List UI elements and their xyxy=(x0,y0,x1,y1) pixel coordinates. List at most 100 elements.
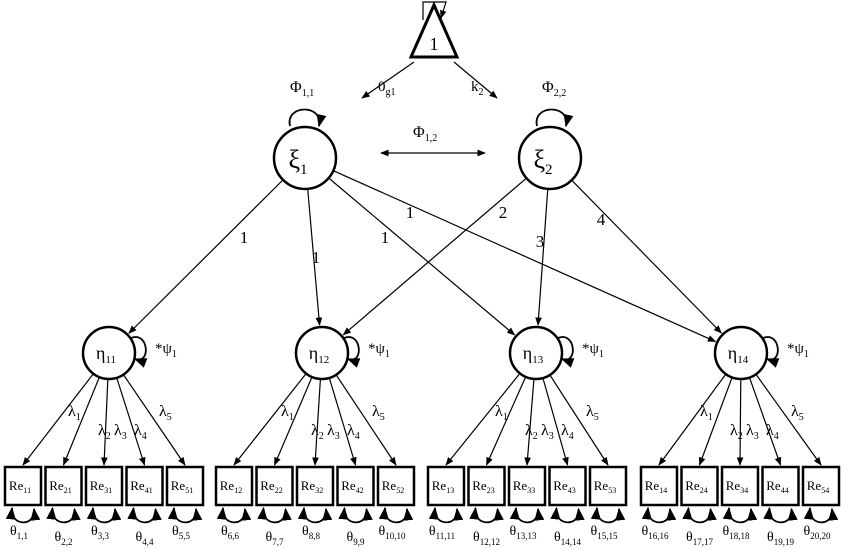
loading-label: λ1 xyxy=(281,403,294,423)
indicator-box xyxy=(426,465,466,507)
error-variance-loop xyxy=(167,506,203,524)
indicator-box xyxy=(720,465,760,507)
latent-eta11: η11*ψ1 xyxy=(81,325,177,381)
loading-label: λ5 xyxy=(159,403,172,423)
factor-xi1: Φ1,1 ξ1 xyxy=(272,79,338,191)
indicator-label: Re33 xyxy=(513,478,535,495)
loading-arrow xyxy=(542,377,569,466)
indicator-group-2: λ1Re12θ6,6λ2Re22θ7,7λ3Re32θ8,8λ4Re42θ9,9… xyxy=(214,373,416,547)
error-variance-label: θ15,15 xyxy=(591,524,618,541)
structural-path-xi1-eta11 xyxy=(128,179,284,334)
indicator-label: Re14 xyxy=(645,478,667,495)
loading-label: λ4 xyxy=(134,422,147,442)
structural-path-label: 1 xyxy=(312,248,321,267)
loading-arrow xyxy=(748,377,782,466)
loading-label: λ5 xyxy=(372,403,385,423)
indicator-label: Re41 xyxy=(130,478,152,495)
error-variance-loop xyxy=(216,506,252,524)
residual-label: *ψ1 xyxy=(787,341,809,360)
loading-label: λ4 xyxy=(347,422,360,442)
error-variance-loop xyxy=(682,506,717,524)
error-variance-loop xyxy=(722,506,758,524)
error-variance-label: θ10,10 xyxy=(379,524,406,541)
covariance-label: Φ1,2 xyxy=(413,124,437,144)
residual-loop xyxy=(762,336,780,368)
mean-path-xi2-label: k2 xyxy=(471,79,484,98)
latent-label: η14 xyxy=(728,343,749,366)
covariance-xi1-xi2: Φ1,2 xyxy=(380,124,486,157)
error-variance-label: θ11,11 xyxy=(429,524,455,541)
latent-label: η12 xyxy=(309,343,329,366)
constant-node: 1 xyxy=(408,1,460,59)
structural-path-label: 3 xyxy=(536,232,545,251)
residual-loop xyxy=(557,336,575,368)
indicator-label: Re32 xyxy=(301,478,323,495)
indicator-box xyxy=(84,465,124,507)
loading-arrow xyxy=(116,377,146,466)
indicator-label: Re11 xyxy=(9,478,31,495)
loading-label: λ5 xyxy=(791,403,804,423)
indicator-label: Re24 xyxy=(685,478,707,495)
indicator-box xyxy=(639,465,679,507)
error-variance-loop xyxy=(5,506,41,524)
indicator-box xyxy=(467,465,506,507)
indicator-group-4: λ1Re14θ16,16λ2Re24θ17,17λ3Re34θ18,18λ4Re… xyxy=(639,373,841,547)
residual-label: *ψ1 xyxy=(155,341,177,360)
structural-path-label: 1 xyxy=(406,203,415,222)
error-variance-label: θ1,1 xyxy=(10,524,28,541)
error-variance-loop xyxy=(46,506,81,524)
loading-label: λ3 xyxy=(114,422,127,442)
indicator-box xyxy=(214,465,254,507)
indicator-label: Re54 xyxy=(807,478,829,495)
structural-path-label: 2 xyxy=(499,203,508,222)
structural-path-xi1-eta12 xyxy=(307,188,323,326)
indicator-box xyxy=(680,465,719,507)
error-variance-label: θ18,18 xyxy=(723,524,750,541)
loading-arrow xyxy=(524,378,535,466)
structural-path-label: 4 xyxy=(597,210,606,229)
error-variance-label: θ12,12 xyxy=(473,530,500,547)
loading-label: λ2 xyxy=(525,422,538,442)
mean-path-xi1 xyxy=(361,61,415,99)
indicator-label: Re21 xyxy=(49,478,71,495)
error-variance-loop xyxy=(803,506,839,524)
indicator-box xyxy=(548,465,587,507)
latent-eta12: η12*ψ1 xyxy=(294,325,390,381)
variance-label-xi1: Φ1,1 xyxy=(290,79,314,99)
loading-arrow xyxy=(328,377,357,466)
loading-label: λ1 xyxy=(700,403,713,423)
loading-label: λ1 xyxy=(68,403,81,423)
loading-arrow xyxy=(335,374,397,466)
loading-label: λ3 xyxy=(327,422,340,442)
indicator-label: Re12 xyxy=(220,478,242,495)
indicator-box xyxy=(44,465,83,507)
indicator-label: Re34 xyxy=(726,478,748,495)
constant-self-loop xyxy=(422,1,447,20)
variance-loop-xi1 xyxy=(288,108,327,128)
structural-path-xi2-eta12 xyxy=(342,177,527,336)
latent-circle xyxy=(294,325,350,381)
latent-eta14: η14 *ψ1 xyxy=(713,325,809,381)
mean-paths: 0g1 k2 xyxy=(361,61,498,99)
error-variance-label: θ5,5 xyxy=(172,524,190,541)
loading-arrow xyxy=(755,373,822,466)
error-variance-loop xyxy=(509,506,545,524)
error-variance-label: θ7,7 xyxy=(266,530,284,547)
indicator-box xyxy=(255,465,294,507)
loading-label: λ2 xyxy=(311,422,324,442)
structural-path-xi2-eta13 xyxy=(535,188,549,326)
indicator-group-3: λ1Re13θ11,11λ2Re23θ12,12λ3Re33θ13,13λ4Re… xyxy=(426,373,628,547)
loading-label: λ5 xyxy=(586,403,599,423)
residual-label: *ψ1 xyxy=(582,341,604,360)
indicator-label: Re53 xyxy=(594,478,616,495)
loading-arrow xyxy=(485,376,527,466)
loading-label: λ1 xyxy=(495,403,508,423)
latent-circle xyxy=(508,325,564,381)
loading-arrow xyxy=(445,373,521,466)
factor-circle-xi2 xyxy=(517,125,583,191)
indicator-box xyxy=(507,465,547,507)
loading-arrow xyxy=(62,376,100,466)
factor-xi2: Φ2,2 ξ2 xyxy=(517,79,583,191)
